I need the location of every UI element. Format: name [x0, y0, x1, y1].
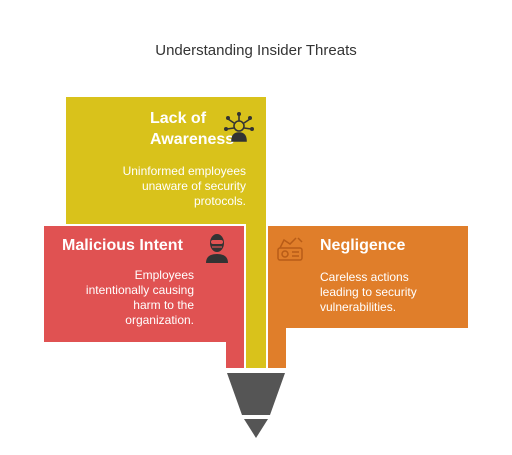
desc-line: intentionally causing [85, 283, 194, 297]
diagram-title: Understanding Insider Threats [155, 42, 357, 59]
malicious-intent-description: Employees intentionally causing harm to … [44, 268, 194, 328]
card-malicious-intent [44, 226, 244, 368]
desc-line: Uninformed employees [122, 164, 246, 178]
negligence-description: Careless actions leading to security vul… [320, 270, 460, 315]
desc-line: leading to security [320, 285, 417, 299]
person-network-icon [224, 112, 254, 142]
desc-line: protocols. [193, 194, 246, 208]
lack-of-awareness-description: Uninformed employees unaware of security… [66, 164, 246, 209]
neglect-icon [277, 237, 303, 261]
heading-line-2: Awareness [150, 131, 235, 148]
funnel-tip [244, 419, 268, 438]
negligence-heading: Negligence [320, 237, 406, 254]
desc-line: Careless actions [320, 270, 409, 284]
desc-line: unaware of security [141, 179, 246, 193]
desc-line: Employees [134, 268, 194, 282]
masked-person-icon [206, 234, 228, 263]
card-negligence [268, 226, 468, 368]
funnel-top [227, 373, 285, 415]
desc-line: organization. [125, 313, 194, 327]
card-lack-of-awareness [66, 97, 266, 368]
desc-line: harm to the [133, 298, 194, 312]
lack-of-awareness-heading: Lack of Awareness [150, 108, 260, 150]
heading-line-1: Lack of [150, 110, 207, 127]
malicious-intent-heading: Malicious Intent [62, 237, 183, 254]
desc-line: vulnerabilities. [320, 300, 397, 314]
